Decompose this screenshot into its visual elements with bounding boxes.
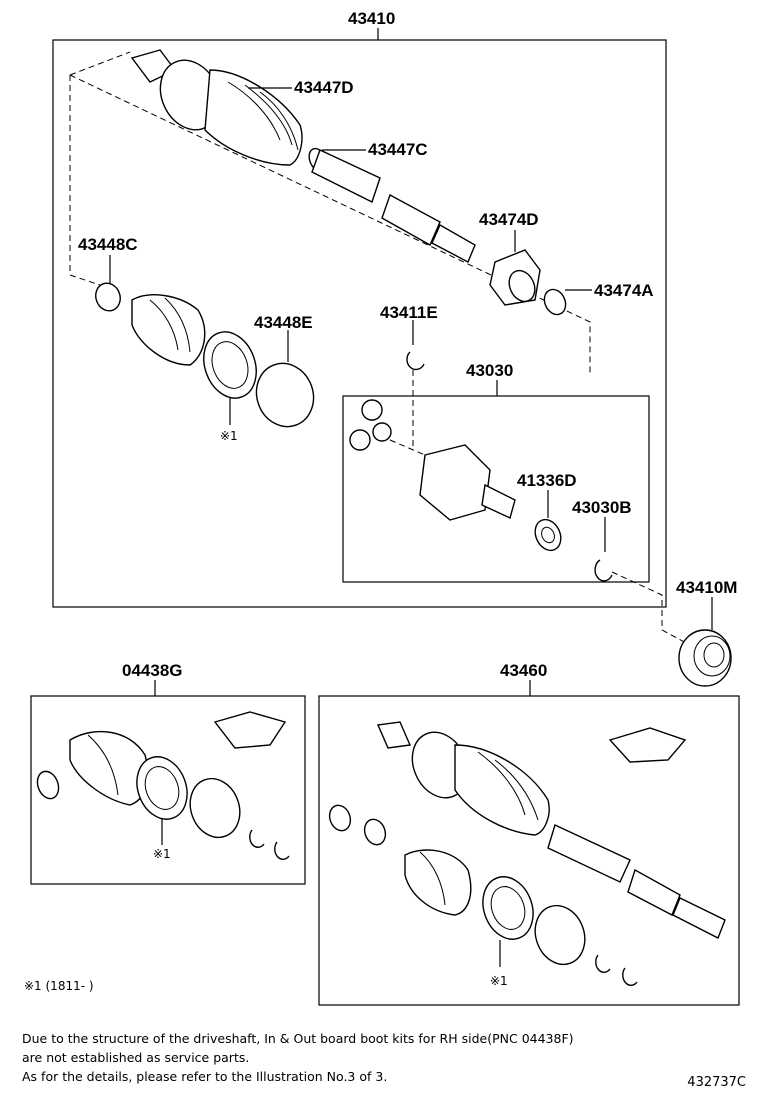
assembly-frame-43410 [52,39,667,608]
assembly-43460-parts [328,721,726,986]
outer-boot-shaft [130,49,476,263]
label-43474A[interactable]: 43474A [594,281,654,300]
part-43474A [543,288,567,316]
kit-04438G-parts [36,711,290,860]
part-43410M [678,629,732,687]
note-line-1: Due to the structure of the driveshaft, … [22,1031,574,1046]
label-43448C[interactable]: 43448C [78,235,138,254]
label-43030[interactable]: 43030 [466,361,513,380]
note-line-3: As for the details, please refer to the … [22,1069,388,1084]
part-41336D [534,518,562,552]
tripod-joint [349,399,392,451]
part-43411E [406,351,425,371]
label-43474D[interactable]: 43474D [479,210,539,229]
assembly-frame-43460 [318,695,740,1006]
label-43447D[interactable]: 43447D [294,78,354,97]
inner-boot [131,294,257,399]
part-43030B [594,559,613,582]
note-line-2: are not established as service parts. [22,1050,250,1065]
mark-1-legend: ※1 (1811- ) [24,979,94,993]
label-41336D[interactable]: 41336D [517,471,577,490]
kit-frame-04438G [30,695,306,885]
label-43460[interactable]: 43460 [500,661,547,680]
label-43411E[interactable]: 43411E [380,303,438,322]
part-43448C [95,282,121,312]
label-43447C[interactable]: 43447C [368,140,428,159]
mark-1-kit-04438G[interactable]: ※1 [153,847,171,861]
mark-1-assembly-43460[interactable]: ※1 [490,974,508,988]
mark-1-outer[interactable]: ※1 [220,429,238,443]
illustration-id: 432737C [687,1075,746,1090]
inner-joint-housing [419,444,516,521]
label-43030B[interactable]: 43030B [572,498,632,517]
subassembly-frame-43030 [342,395,650,583]
label-43410[interactable]: 43410 [348,9,395,28]
part-43474D [489,249,541,306]
part-43448E [255,362,315,428]
label-43448E[interactable]: 43448E [254,313,313,332]
label-43410M[interactable]: 43410M [676,578,737,597]
label-04438G[interactable]: 04438G [122,661,183,680]
